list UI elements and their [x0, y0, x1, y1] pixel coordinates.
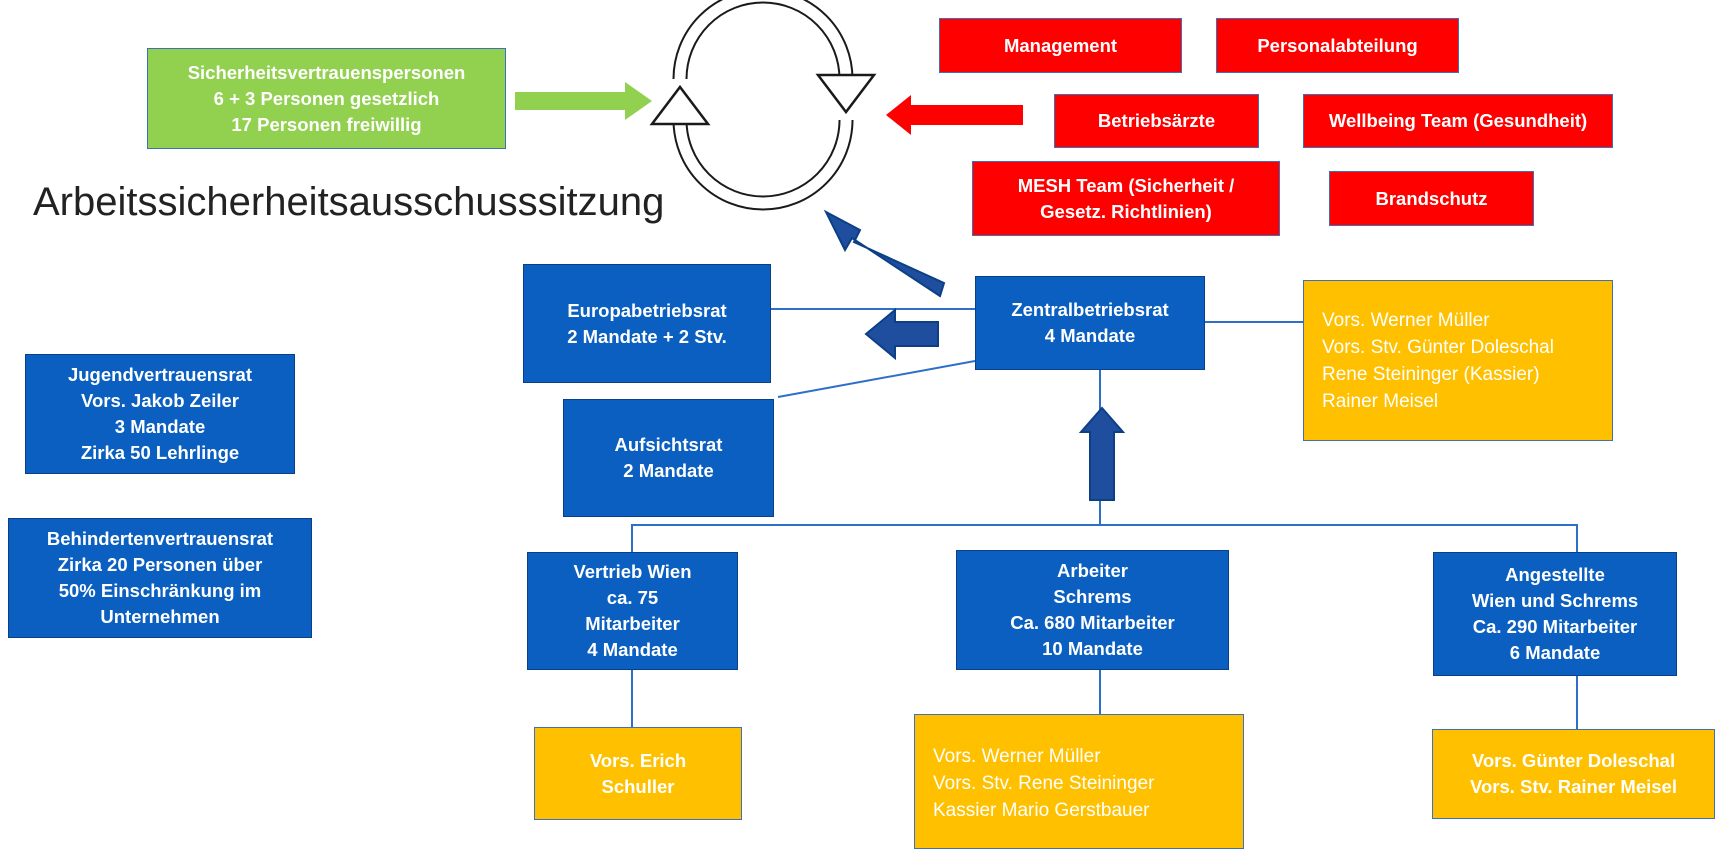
sicherheitsvertrauenspersonen-box: Sicherheitsvertrauenspersonen 6 + 3 Perso… — [147, 48, 506, 149]
box-text-line: Betriebsärzte — [1097, 110, 1216, 131]
box-text-line: 3 Mandate — [114, 416, 206, 437]
box-text-line: Rainer Meisel — [1322, 390, 1439, 412]
betriebsaerzte-box: Betriebsärzte — [1054, 94, 1259, 148]
box-text-line: Vors. Günter Doleschal — [1471, 750, 1676, 771]
box-text-line: Unternehmen — [100, 606, 220, 627]
vertrieb-wien-box: Vertrieb Wien ca. 75 Mitarbeiter 4 Mandate — [527, 552, 738, 670]
wellbeing-team-box: Wellbeing Team (Gesundheit) — [1303, 94, 1613, 148]
box-text-line: Vors. Stv. Rene Steininger — [933, 773, 1155, 794]
box-text-line: Kassier Mario Gerstbauer — [933, 800, 1150, 821]
box-text-line: Schuller — [601, 775, 675, 797]
blue-up-arrow-icon — [1078, 406, 1126, 501]
zentralbetriebsrat-box: Zentralbetriebsrat 4 Mandate — [975, 276, 1205, 370]
box-text-line: 50% Einschränkung im — [58, 580, 262, 601]
box-text-line: Ca. 680 Mitarbeiter — [1010, 612, 1175, 633]
box-text-line: Vors. Werner Müller — [933, 746, 1101, 767]
box-text-line: Ca. 290 Mitarbeiter — [1472, 616, 1638, 637]
box-text-line: 10 Mandate — [1042, 638, 1143, 659]
blue-left-arrow-icon — [864, 307, 939, 361]
box-text-line: Vors. Stv. Günter Doleschal — [1322, 336, 1554, 358]
box-text-line: Behindertenvertrauensrat — [46, 528, 274, 549]
box-text-line: Aufsichtsrat — [614, 434, 723, 455]
box-text-line: MESH Team (Sicherheit / — [1017, 174, 1235, 196]
connector-bus — [631, 524, 1578, 552]
box-text-line: 2 Mandate — [623, 460, 714, 481]
box-text-line: 4 Mandate — [1044, 325, 1136, 346]
box-text-line: Zirka 20 Personen über — [57, 554, 263, 575]
management-box: Management — [939, 18, 1182, 73]
box-text-line: Gesetz. Richtlinien) — [1040, 200, 1212, 222]
box-text-line: 6 Mandate — [1509, 642, 1601, 663]
refresh-cycle-icon — [649, 0, 877, 211]
box-text-line: Jugendvertrauensrat — [67, 364, 253, 385]
box-text-line: Zirka 50 Lehrlinge — [80, 442, 240, 463]
box-text-line: Schrems — [1053, 586, 1132, 607]
box-text-line: Angestellte — [1505, 564, 1605, 585]
box-text-line: Europabetriebsrat — [567, 299, 727, 321]
europabetriebsrat-box: Europabetriebsrat 2 Mandate + 2 Stv. — [523, 264, 771, 383]
box-text-line: Vors. Werner Müller — [1322, 309, 1490, 331]
aufsichtsrat-box: Aufsichtsrat 2 Mandate — [563, 399, 774, 517]
mesh-team-box: MESH Team (Sicherheit / Gesetz. Richtlini… — [972, 161, 1280, 236]
box-text-line: 6 + 3 Personen gesetzlich — [213, 87, 440, 109]
box-text-line: Wien und Schrems — [1471, 590, 1639, 611]
box-text-line: Vertrieb Wien — [573, 561, 692, 582]
brandschutz-box: Brandschutz — [1329, 171, 1534, 226]
box-text-line: Rene Steininger (Kassier) — [1322, 363, 1540, 385]
blue-diagonal-arrow-icon — [823, 209, 946, 298]
box-text-line: ca. 75 — [606, 587, 659, 608]
box-text-line: Vors. Jakob Zeiler — [81, 390, 239, 411]
box-text-line: Zentralbetriebsrat — [1011, 299, 1169, 320]
connector-aufsicht-zentral — [777, 360, 976, 398]
box-text-line: 4 Mandate — [587, 639, 678, 660]
diagram-title: Arbeitssicherheitsausschusssitzung — [33, 180, 665, 224]
box-text-line: Wellbeing Team (Gesundheit) — [1328, 110, 1588, 131]
box-text-line: Mitarbeiter — [585, 613, 680, 634]
personalabteilung-box: Personalabteilung — [1216, 18, 1459, 73]
box-text-line: Brandschutz — [1375, 187, 1488, 209]
box-text-line: Management — [1003, 34, 1118, 56]
box-text-line: Personalabteilung — [1257, 34, 1418, 56]
box-text-line: 17 Personen freiwillig — [231, 113, 422, 135]
connector-lines — [631, 308, 1578, 729]
box-text-line: 2 Mandate + 2 Stv. — [567, 325, 727, 347]
green-arrow-icon — [515, 82, 652, 120]
box-text-line: Vors. Stv. Rainer Meisel — [1469, 776, 1677, 797]
red-arrow-icon — [886, 95, 1023, 135]
box-text-line: Vors. Erich — [589, 749, 687, 771]
box-text-line: Arbeiter — [1057, 560, 1128, 581]
box-text-line: Sicherheitsvertrauenspersonen — [187, 61, 466, 83]
